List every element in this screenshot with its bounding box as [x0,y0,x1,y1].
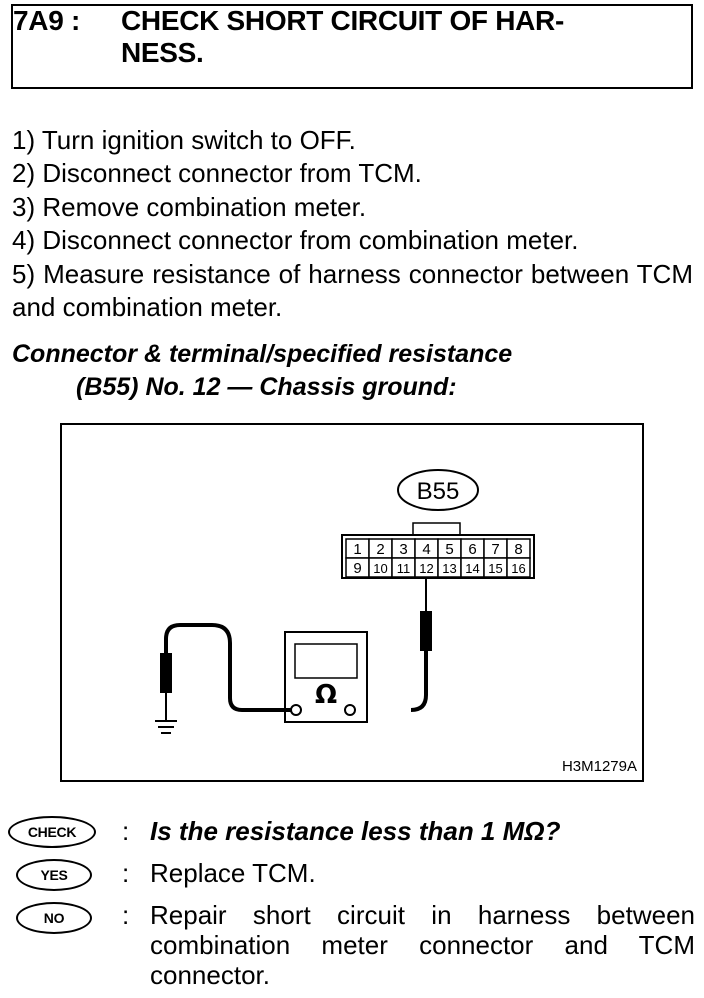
yes-answer: Replace TCM. [150,858,316,888]
step-item-1: 1) Turn ignition switch to OFF. [12,125,356,155]
terminal-number-14: 14 [465,561,479,576]
terminal-number-3: 3 [399,541,407,558]
terminal-number-9: 9 [353,560,361,577]
step-list: 1) Turn ignition switch to OFF. 2) Disco… [12,124,693,324]
step-item-3: 3) Remove combination meter. [12,191,367,222]
check-separator: : [122,816,130,846]
step-item-2: 2) Disconnect connector from TCM. [12,158,422,189]
check-question: Is the resistance less than 1 MΩ? [150,816,561,846]
no-answer: Repair short circuit in harness between … [150,900,695,990]
meter-terminal-right [344,704,356,716]
ohmmeter-display [294,643,358,679]
spec-heading-line1: Connector & terminal/specified resistanc… [12,340,513,368]
terminal-number-13: 13 [442,561,456,576]
procedure-title: CHECK SHORT CIRCUIT OF HAR-NESS. [121,5,564,68]
step-item-4: 4) Disconnect connector from combination… [12,225,579,256]
yes-badge: YES [16,859,92,891]
terminal-number-4: 4 [422,541,430,558]
yes-separator: : [122,858,130,888]
procedure-code: 7A9 : [13,5,80,36]
check-badge: CHECK [8,816,96,848]
terminal-number-8: 8 [514,541,522,558]
figure-id: H3M1279A [562,758,637,775]
terminal-number-6: 6 [468,541,476,558]
no-separator: : [122,900,130,930]
meter-terminal-left [290,704,302,716]
terminal-cell-16 [506,557,531,578]
terminal-number-5: 5 [445,541,453,558]
terminal-number-16: 16 [511,561,525,576]
lead-right-wire [410,651,428,712]
probe-handle-left [160,653,172,693]
ohm-symbol: Ω [315,680,337,710]
terminal-number-11: 11 [397,561,411,576]
chassis-ground-icon [155,720,177,734]
connector-label-text: B55 [417,478,460,505]
probe-handle-right [420,611,432,651]
lead-left-wire [164,623,291,712]
connector-label-ellipse [397,469,479,511]
terminal-number-7: 7 [491,541,499,558]
spec-heading-line2: (B55) No. 12 — Chassis ground: [76,373,457,401]
terminal-number-2: 2 [376,541,384,558]
terminal-number-1: 1 [353,541,361,558]
terminal-number-12: 12 [419,561,433,576]
procedure-header-box [11,4,693,89]
terminal-number-15: 15 [488,561,502,576]
step-item-5: 5) Measure resistance of harness connect… [12,258,693,323]
terminal-number-10: 10 [373,561,387,576]
no-badge: NO [16,902,92,934]
